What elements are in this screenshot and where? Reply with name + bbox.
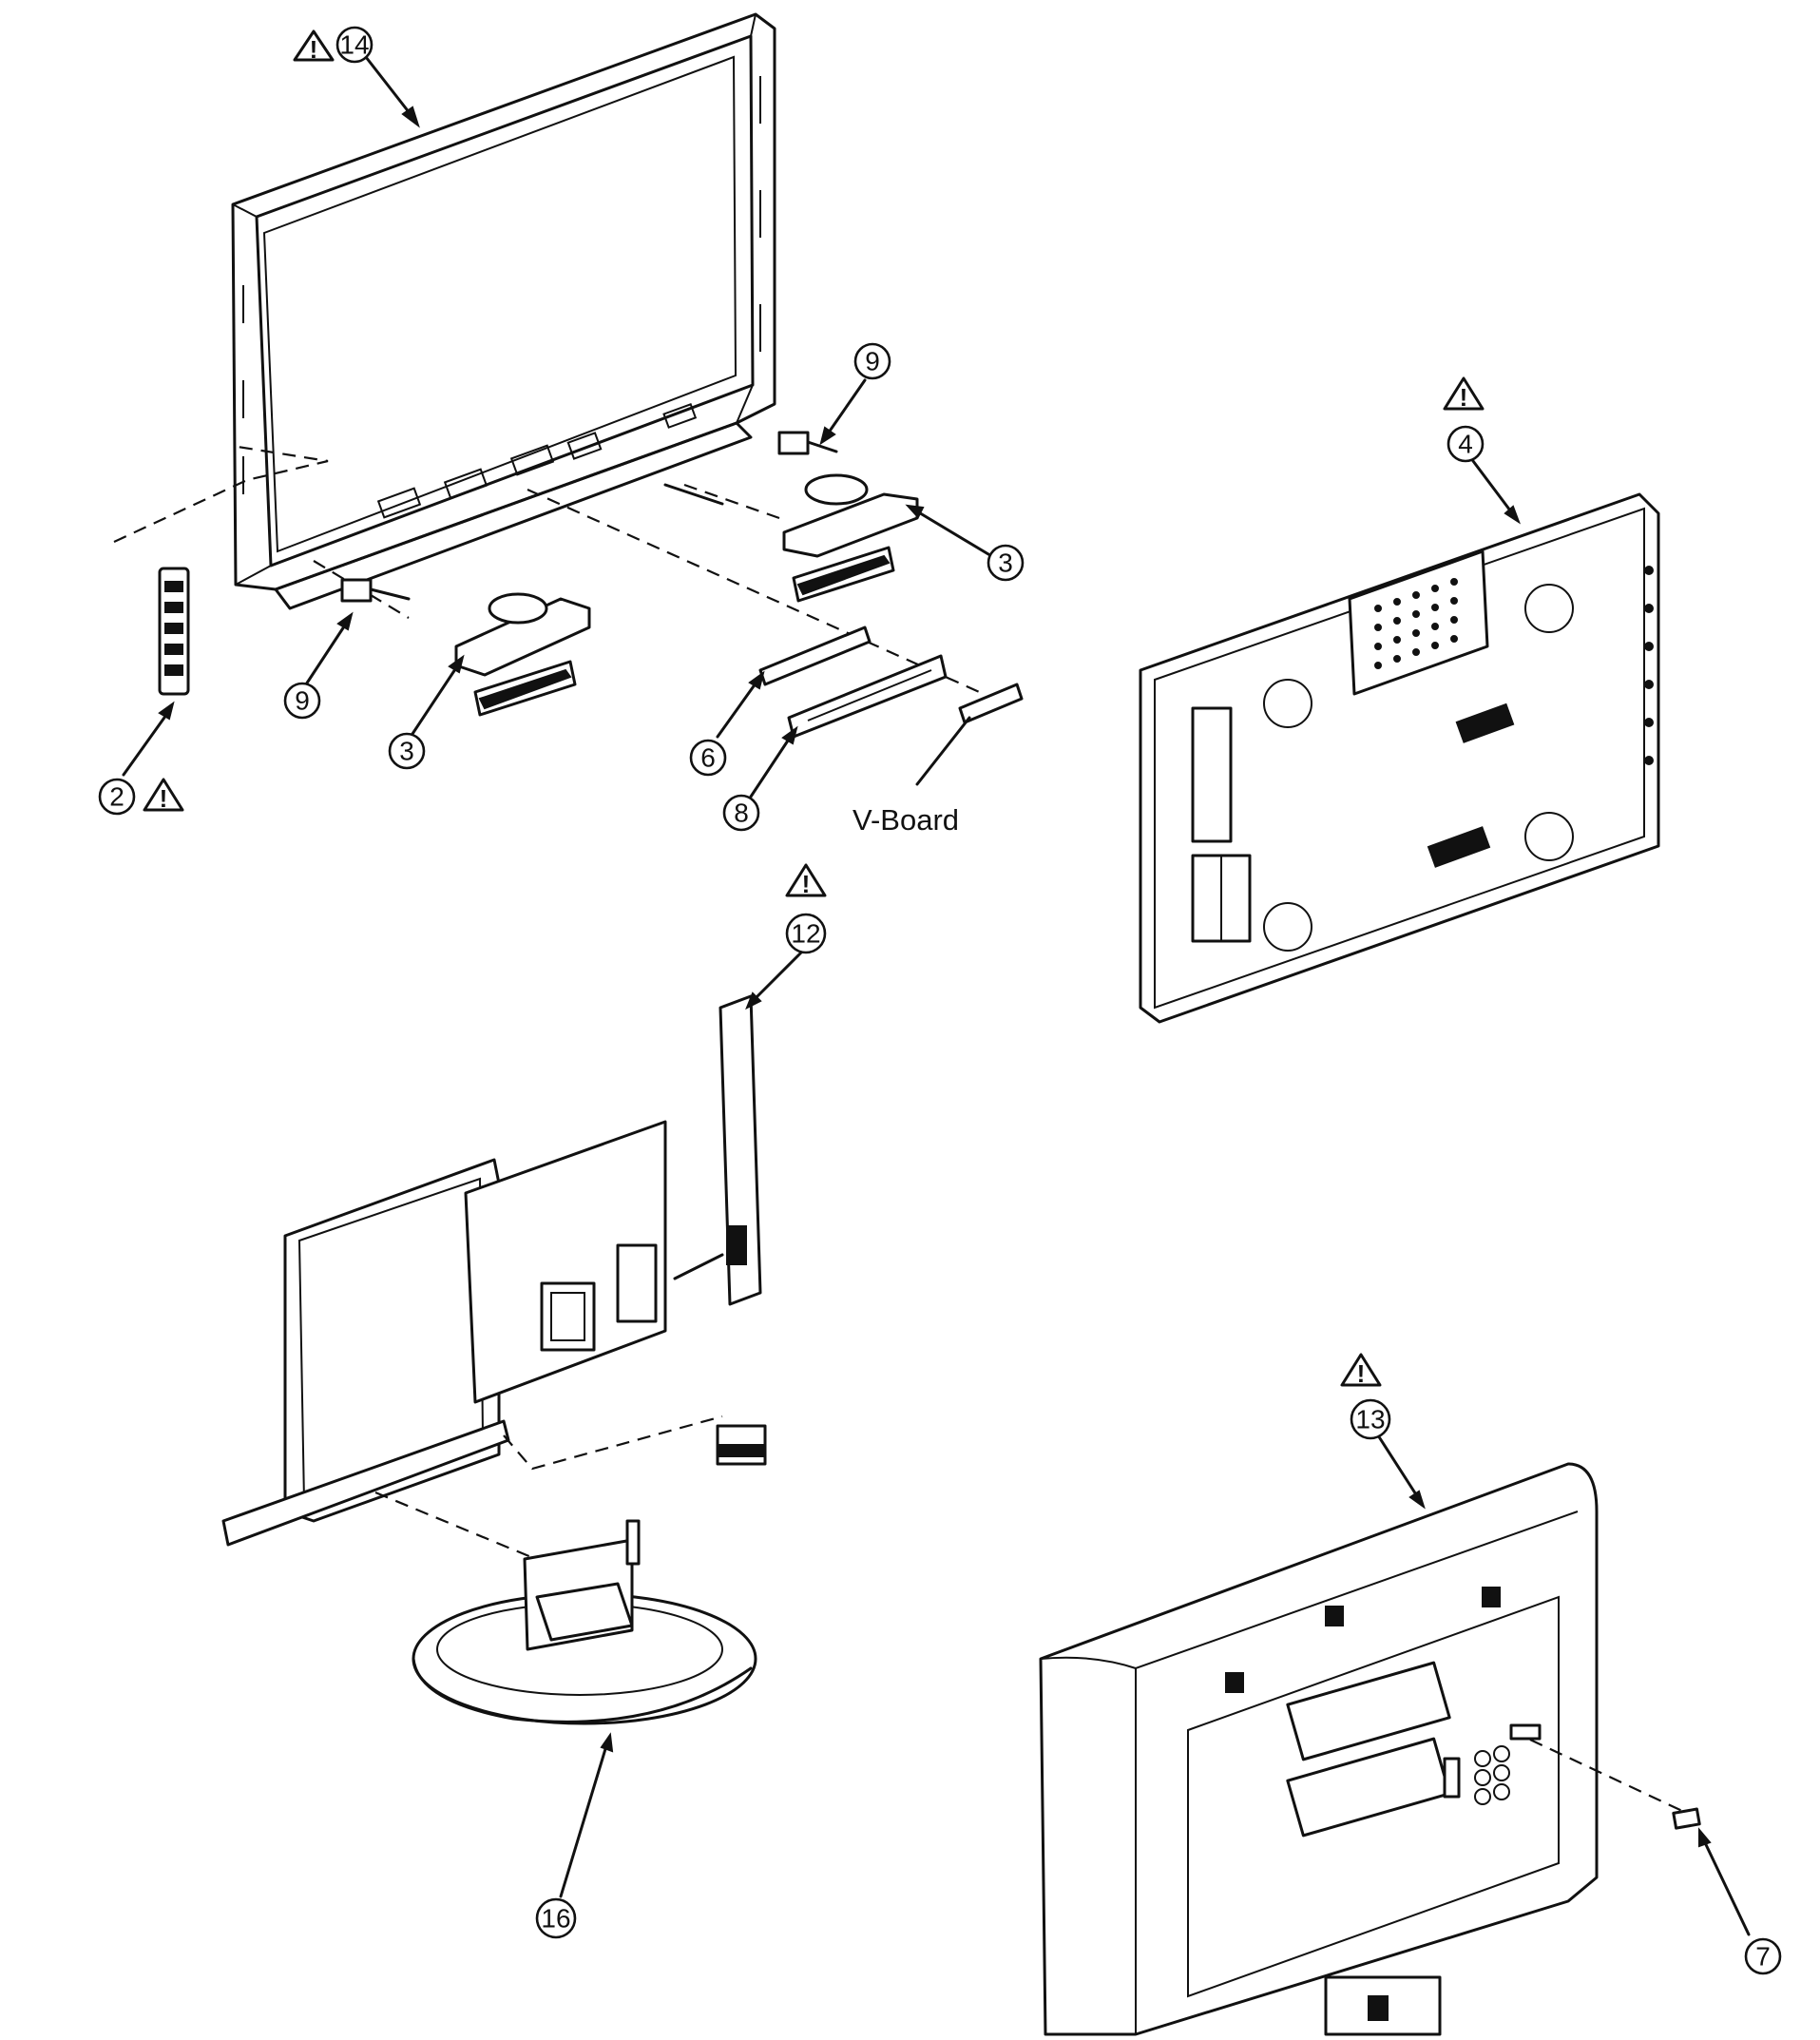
stand <box>412 1519 757 1725</box>
board-6 <box>758 625 872 686</box>
board-8 <box>787 654 948 739</box>
front-bezel <box>231 12 776 610</box>
callout-3-right: 3 <box>987 544 1025 582</box>
callout-2: 2 <box>98 778 136 816</box>
connector-right <box>663 431 838 506</box>
callout-9-top: 9 <box>853 342 891 380</box>
callout-3-left: 3 <box>388 732 426 770</box>
callout-14: 14 <box>335 26 374 64</box>
svg-text:!: ! <box>1357 1359 1366 1388</box>
svg-text:8: 8 <box>734 799 749 828</box>
svg-text:7: 7 <box>1755 1942 1771 1972</box>
warning-icon-13: ! <box>1340 1353 1382 1388</box>
keypad-board <box>158 567 190 696</box>
svg-text:!: ! <box>310 35 318 64</box>
warning-icon-12: ! <box>785 863 827 898</box>
warning-icon-14: ! <box>293 29 335 64</box>
svg-text:6: 6 <box>700 743 716 773</box>
callout-12: 12 <box>785 913 827 954</box>
callout-13: 13 <box>1350 1398 1391 1440</box>
callout-6: 6 <box>689 739 727 777</box>
v-board-label: V-Board <box>853 803 959 837</box>
speaker-right <box>782 473 919 603</box>
callout-4: 4 <box>1446 425 1485 463</box>
callout-8: 8 <box>722 794 760 832</box>
chassis-frame <box>221 1120 724 1547</box>
svg-text:3: 3 <box>399 737 414 766</box>
small-bracket <box>716 1424 767 1466</box>
leader-lines <box>122 55 1751 1936</box>
svg-text:12: 12 <box>791 919 820 949</box>
connector-cap <box>1672 1807 1701 1830</box>
rear-cover <box>1039 1462 1599 2036</box>
v-board <box>958 683 1024 724</box>
warning-icon-2: ! <box>143 778 184 813</box>
svg-text:9: 9 <box>295 686 310 716</box>
callout-16: 16 <box>535 1897 577 1939</box>
callout-9-left: 9 <box>283 682 321 720</box>
svg-text:9: 9 <box>865 347 880 376</box>
svg-text:14: 14 <box>339 30 369 60</box>
warning-icon-4: ! <box>1443 376 1485 412</box>
callout-7: 7 <box>1744 1937 1782 1975</box>
svg-text:4: 4 <box>1458 430 1473 459</box>
svg-text:3: 3 <box>998 548 1013 578</box>
speaker-left <box>454 592 591 717</box>
svg-text:!: ! <box>160 784 168 813</box>
back-panel <box>1139 492 1660 1024</box>
svg-text:2: 2 <box>109 782 125 812</box>
connector-left <box>340 578 411 603</box>
svg-text:!: ! <box>802 870 811 898</box>
svg-text:V-Board: V-Board <box>853 803 959 837</box>
side-bracket <box>718 994 762 1306</box>
svg-text:16: 16 <box>541 1904 570 1934</box>
svg-text:!: ! <box>1460 383 1468 412</box>
svg-text:13: 13 <box>1355 1405 1385 1434</box>
